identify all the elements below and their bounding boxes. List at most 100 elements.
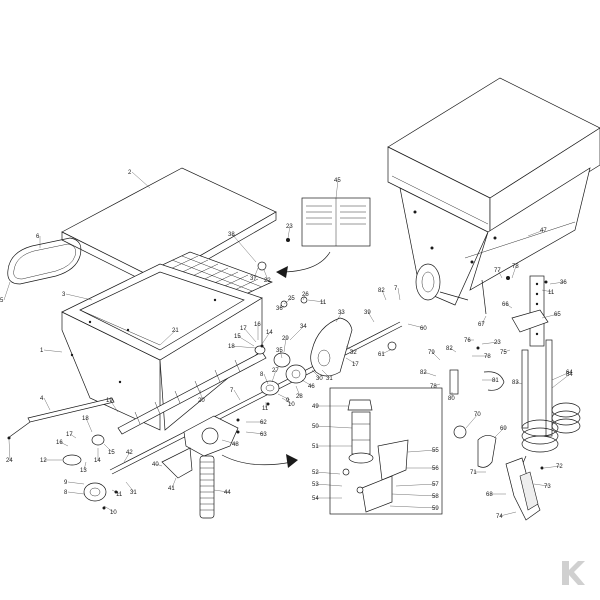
- part-label-25: 25: [288, 296, 295, 302]
- leader-lines: [3, 171, 571, 517]
- leader-line-26: [302, 293, 307, 301]
- part-label-70: 70: [474, 412, 481, 418]
- part-label-30: 30: [316, 376, 323, 382]
- leader-line-48: [221, 439, 237, 445]
- rods: [521, 339, 553, 437]
- part-label-40: 40: [152, 462, 159, 468]
- part-label-77: 77: [494, 268, 501, 274]
- agitator-shaft: [117, 351, 267, 435]
- side-brackets: [387, 279, 505, 395]
- leader-line-14a: [261, 331, 271, 345]
- leader-line-52: [315, 471, 341, 475]
- part-label-54: 54: [312, 496, 319, 502]
- part-label-11a: 11: [320, 300, 327, 306]
- part-label-51: 51: [312, 444, 319, 450]
- leader-line-40: [155, 463, 163, 467]
- part-label-33: 33: [338, 310, 345, 316]
- part-label-29: 29: [282, 336, 289, 342]
- leader-line-3: [65, 293, 93, 301]
- part-label-48: 48: [232, 442, 239, 448]
- leader-line-4: [43, 397, 51, 411]
- part-label-62: 62: [260, 420, 267, 426]
- leader-line-24: [8, 439, 11, 461]
- part-label-75: 75: [500, 350, 507, 356]
- part-label-78a: 78: [512, 264, 519, 270]
- leader-line-30: [311, 369, 321, 379]
- spring-hose: [199, 455, 215, 519]
- leader-line-18a: [231, 345, 257, 349]
- leader-line-31a: [321, 369, 331, 379]
- leader-line-39: [367, 311, 375, 323]
- part-label-76: 76: [464, 338, 471, 344]
- leader-line-65: [541, 313, 559, 319]
- part-label-57: 57: [432, 482, 439, 488]
- leader-line-59: [389, 505, 437, 509]
- part-label-8a: 8: [260, 372, 264, 378]
- spring-tine: [505, 457, 541, 521]
- part-label-67: 67: [478, 322, 485, 328]
- part-label-36b: 36: [560, 280, 567, 286]
- leader-line-79: [431, 351, 441, 361]
- leader-line-8a: [263, 373, 269, 385]
- leader-line-73: [533, 483, 549, 487]
- part-label-22: 22: [264, 278, 271, 284]
- part-label-52: 52: [312, 470, 319, 476]
- leader-line-46: [301, 379, 313, 387]
- leader-line-78c: [433, 383, 441, 387]
- leader-line-82c: [423, 371, 437, 377]
- part-label-63: 63: [260, 432, 267, 438]
- leader-line-21: [159, 329, 177, 346]
- leader-line-13: [83, 461, 87, 471]
- part-label-41: 41: [168, 486, 175, 492]
- leader-line-16b: [59, 441, 69, 447]
- leader-line-9a: [277, 393, 291, 401]
- part-label-78b: 78: [484, 354, 491, 360]
- bearing-discs: [62, 345, 307, 502]
- part-label-11b: 11: [262, 406, 269, 412]
- part-label-37: 37: [250, 276, 257, 282]
- part-label-17b: 17: [352, 362, 359, 368]
- part-label-82b: 82: [446, 346, 453, 352]
- part-label-47: 47: [540, 228, 547, 234]
- part-label-8b: 8: [64, 490, 68, 496]
- leader-line-64: [551, 371, 571, 381]
- leader-line-50: [315, 425, 353, 429]
- leader-line-11a: [307, 299, 325, 303]
- detail-inset: [329, 387, 443, 515]
- leader-line-60: [407, 323, 425, 329]
- part-label-14b: 14: [94, 458, 101, 464]
- leader-line-44: [213, 489, 229, 493]
- leader-line-15a: [237, 335, 255, 347]
- part-label-72: 72: [556, 464, 563, 470]
- leader-line-57: [395, 483, 437, 487]
- leader-line-45: [335, 179, 339, 199]
- part-label-10a: 10: [288, 402, 295, 408]
- leader-line-53: [315, 483, 343, 487]
- leader-line-75: [503, 349, 511, 353]
- leader-line-67: [481, 315, 487, 325]
- leader-line-31b: [125, 481, 135, 493]
- part-label-11c: 11: [116, 492, 123, 498]
- part-label-80: 80: [448, 396, 455, 402]
- part-label-58: 58: [432, 494, 439, 500]
- leader-line-34: [289, 325, 305, 341]
- part-label-6: 6: [36, 234, 40, 240]
- leader-line-78a: [511, 265, 517, 279]
- part-label-60: 60: [420, 326, 427, 332]
- part-label-50: 50: [312, 424, 319, 430]
- part-label-38: 38: [228, 232, 235, 238]
- leader-line-72: [543, 465, 561, 469]
- part-label-9b: 9: [64, 480, 68, 486]
- leader-line-28: [295, 385, 301, 397]
- leader-line-17c: [69, 433, 77, 439]
- part-label-83: 83: [512, 380, 519, 386]
- leader-line-63: [245, 431, 265, 435]
- part-label-46: 46: [308, 384, 315, 390]
- part-label-36: 36: [276, 306, 283, 312]
- gearbox-housing: [183, 415, 239, 457]
- part-label-18b: 18: [82, 416, 89, 422]
- part-label-71: 71: [470, 470, 477, 476]
- part-label-64: 64: [566, 370, 573, 376]
- leader-line-20: [199, 389, 203, 401]
